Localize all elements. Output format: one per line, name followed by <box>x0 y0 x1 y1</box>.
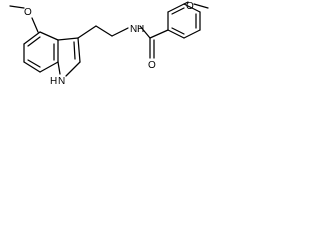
bond-ring-o-right <box>183 1 189 5</box>
atom-label-o-methoxy-right: O <box>186 1 194 12</box>
amide-carbonyl <box>139 25 169 59</box>
molecule-structure-diagram: O N H N H O O <box>9 1 209 87</box>
bond-pyr-double <box>73 41 76 60</box>
methoxy-group-left <box>9 5 39 33</box>
bond-chain-1 <box>77 25 97 39</box>
bond-benz-double-3 <box>27 59 41 68</box>
bond-pyr-4 <box>57 61 61 75</box>
bond-c-ring <box>149 29 169 39</box>
atom-label-o-methoxy-left: O <box>24 7 32 18</box>
bond-ph-double-3 <box>171 27 185 35</box>
bond-n-c <box>139 25 151 39</box>
atom-label-n-amide: N <box>130 24 137 35</box>
atom-label-n-indole: N <box>58 76 65 87</box>
benzoyl-ring <box>167 3 201 39</box>
bond-o-ring-left <box>31 17 39 33</box>
bond-methyl-o-left <box>9 5 25 9</box>
bond-pyr-3 <box>65 61 81 77</box>
bond-benz-double-1 <box>27 36 41 47</box>
bond-ph-5 <box>183 29 201 39</box>
bond-benz-1 <box>23 31 41 45</box>
bond-ph-double-1 <box>171 7 185 15</box>
bond-benz-4 <box>39 61 59 73</box>
bond-chain-2 <box>95 25 113 37</box>
ethyl-linker <box>77 25 129 39</box>
bond-benz-5 <box>23 61 41 73</box>
bond-chain-3 <box>111 27 129 37</box>
bond-pyr-1 <box>57 37 79 41</box>
atom-label-o-carbonyl: O <box>148 60 156 71</box>
bond-ph-2 <box>167 3 185 13</box>
indole-pyrrole-ring <box>57 37 81 77</box>
bond-pyr-2 <box>77 37 81 63</box>
atom-label-h-amide: H <box>137 24 144 35</box>
bond-o-methyl-right <box>193 3 209 9</box>
bond-benz-2 <box>39 31 59 41</box>
atom-label-h-indole: H <box>50 76 57 87</box>
bond-ph-3 <box>183 3 201 13</box>
bond-ph-6 <box>167 29 185 39</box>
indole-benzene-ring <box>23 31 59 73</box>
methoxy-group-right <box>183 1 209 9</box>
